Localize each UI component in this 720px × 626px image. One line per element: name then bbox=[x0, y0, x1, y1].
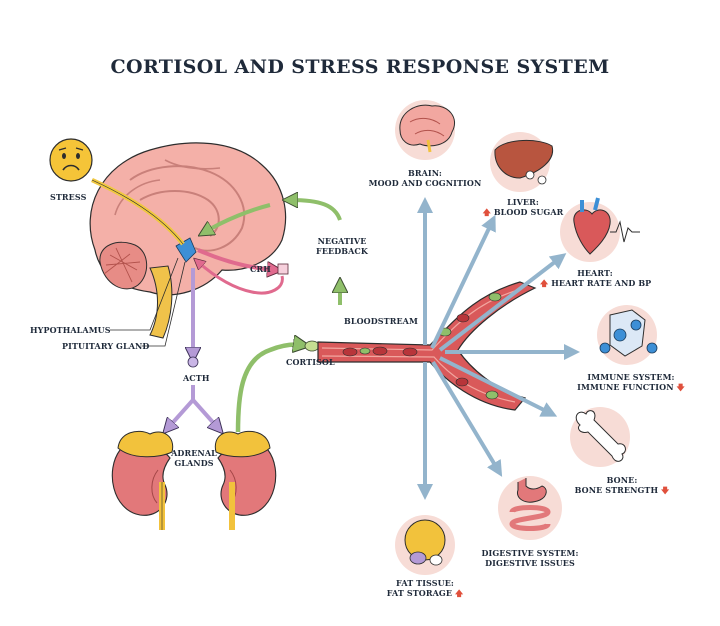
stress-label: STRESS bbox=[50, 192, 87, 202]
bone-effect-label: BONE: BONE STRENGTH 🡇 bbox=[572, 475, 672, 495]
decrease-arrow-icon: 🡇 bbox=[661, 485, 670, 495]
brain-effect-label: BRAIN: MOOD AND COGNITION bbox=[365, 168, 485, 188]
brain-organ-icon bbox=[395, 100, 455, 160]
cortisol-distribution-arrows bbox=[417, 197, 580, 500]
fat-effect-label: FAT TISSUE: FAT STORAGE 🡅 bbox=[380, 578, 470, 598]
left-kidney-illustration bbox=[111, 430, 174, 530]
liver-organ-icon bbox=[490, 132, 554, 192]
immune-effect-label: IMMUNE SYSTEM: IMMUNE FUNCTION 🡇 bbox=[575, 372, 687, 392]
adrenal-glands-label: ADRENAL GLANDS bbox=[170, 448, 218, 468]
hypothalamus-label: HYPOTHALAMUS bbox=[30, 325, 111, 335]
pituitary-gland-label: PITUITARY GLAND bbox=[62, 341, 150, 351]
digestive-system-icon bbox=[498, 476, 562, 540]
heart-effect-desc-text: HEART RATE AND BP bbox=[551, 278, 652, 288]
liver-effect-desc: 🡅 BLOOD SUGAR bbox=[478, 207, 568, 217]
cortisol-label: CORTISOL bbox=[286, 357, 335, 367]
fat-effect-desc-text: FAT STORAGE bbox=[386, 588, 453, 598]
increase-arrow-icon: 🡅 bbox=[454, 588, 464, 598]
brain-effect-title: BRAIN: bbox=[408, 168, 442, 178]
stress-face-icon bbox=[49, 138, 93, 182]
increase-arrow-icon: 🡅 bbox=[482, 207, 491, 217]
fat-tissue-icon bbox=[395, 515, 455, 575]
bone-effect-desc: BONE STRENGTH 🡇 bbox=[572, 485, 672, 495]
bone-effect-desc-text: BONE STRENGTH bbox=[574, 485, 659, 495]
negative-feedback-label: NEGATIVE FEEDBACK bbox=[312, 236, 372, 256]
immune-effect-title: IMMUNE SYSTEM: bbox=[587, 372, 675, 382]
negative-feedback-line-1: NEGATIVE bbox=[317, 236, 367, 246]
heart-effect-desc: 🡅 HEART RATE AND BP bbox=[540, 278, 652, 288]
negative-feedback-line-2: FEEDBACK bbox=[316, 246, 368, 256]
brain-illustration bbox=[89, 142, 287, 339]
acth-label: ACTH bbox=[183, 373, 210, 383]
adrenal-glands-line-2: GLANDS bbox=[174, 458, 214, 468]
digestive-effect-desc: DIGESTIVE ISSUES bbox=[485, 558, 575, 568]
adrenal-glands-line-1: ADRENAL bbox=[171, 448, 217, 458]
liver-effect-title: LIVER: bbox=[507, 197, 539, 207]
bloodstream-label: BLOODSTREAM bbox=[344, 316, 418, 326]
liver-effect-label: LIVER: 🡅 BLOOD SUGAR bbox=[478, 197, 568, 217]
bone-effect-title: BONE: bbox=[606, 475, 638, 485]
heart-organ-icon bbox=[560, 197, 640, 262]
immune-effect-desc-text: IMMUNE FUNCTION bbox=[577, 382, 674, 392]
immune-effect-desc: IMMUNE FUNCTION 🡇 bbox=[575, 382, 687, 392]
fat-effect-desc: FAT STORAGE 🡅 bbox=[380, 588, 470, 598]
crh-label: CRH bbox=[250, 264, 271, 274]
bone-icon bbox=[570, 407, 630, 467]
heart-effect-label: HEART: 🡅 HEART RATE AND BP bbox=[540, 268, 652, 288]
negative-feedback-arrow bbox=[290, 200, 342, 221]
cortisol-pathway bbox=[235, 345, 302, 433]
pituitary-leader bbox=[142, 261, 186, 347]
heart-effect-title: HEART: bbox=[577, 268, 613, 278]
digestive-effect-title: DIGESTIVE SYSTEM: bbox=[481, 548, 579, 558]
digestive-effect-label: DIGESTIVE SYSTEM: DIGESTIVE ISSUES bbox=[470, 548, 590, 568]
fat-effect-title: FAT TISSUE: bbox=[396, 578, 454, 588]
brain-effect-desc: MOOD AND COGNITION bbox=[368, 178, 482, 188]
decrease-arrow-icon: 🡇 bbox=[676, 382, 685, 392]
increase-arrow-icon: 🡅 bbox=[540, 278, 549, 288]
liver-effect-desc-text: BLOOD SUGAR bbox=[493, 207, 564, 217]
immune-system-icon bbox=[597, 305, 658, 365]
crh-arrow bbox=[197, 248, 275, 270]
diagram-title: CORTISOL AND STRESS RESPONSE SYSTEM bbox=[110, 56, 610, 78]
right-kidney-illustration bbox=[214, 430, 277, 530]
hypothalamus-leader bbox=[110, 257, 179, 331]
